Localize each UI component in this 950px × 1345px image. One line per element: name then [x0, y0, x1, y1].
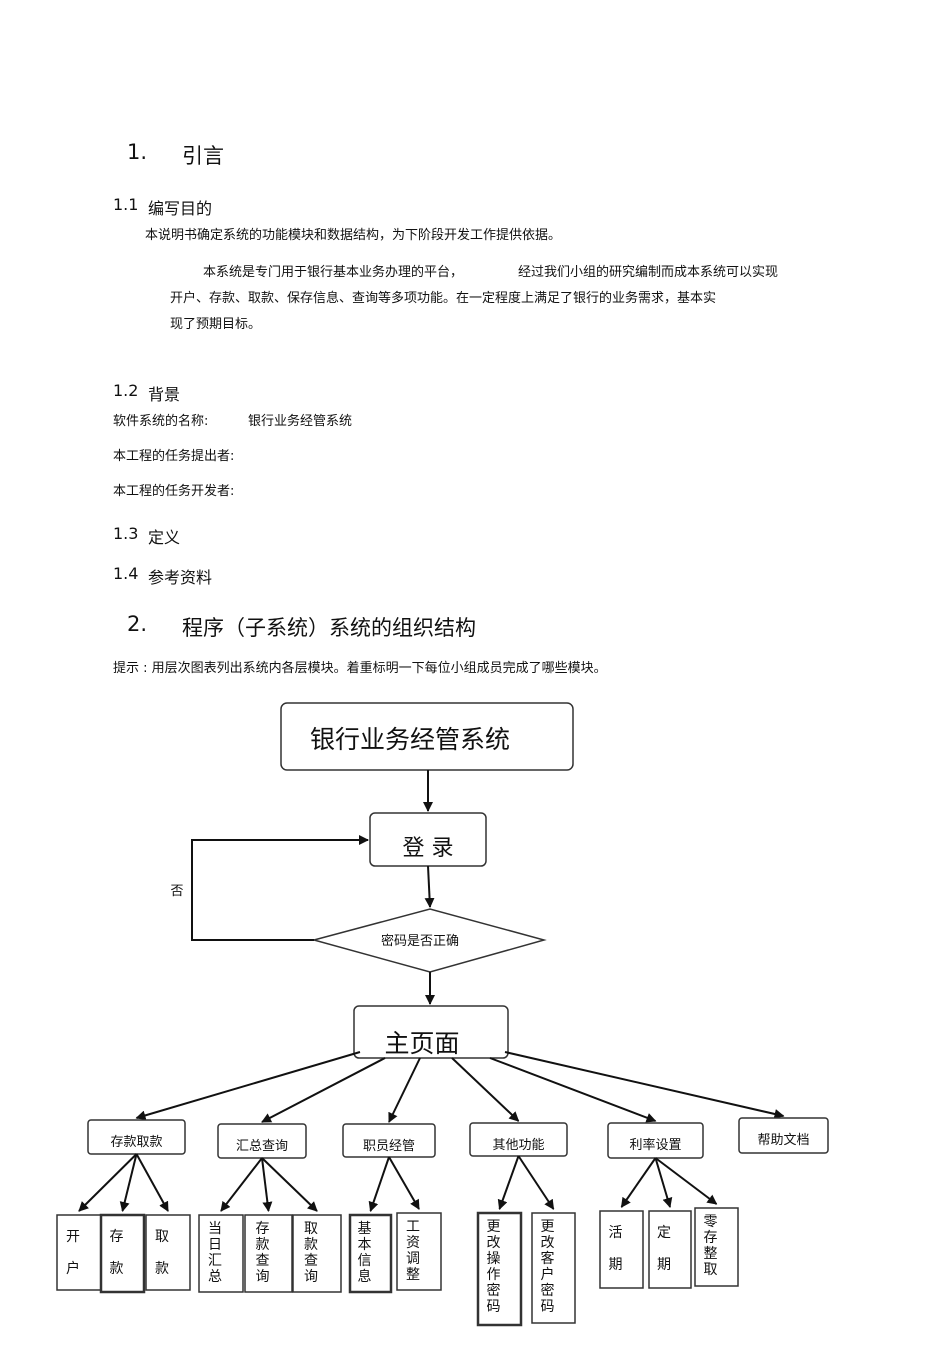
section-1-4-number: 1.4: [113, 564, 139, 583]
root-label: 银行业务经管系统: [310, 725, 510, 754]
paragraph: 本系统是专门用于银行基本业务办理的平台，: [203, 265, 464, 280]
section-1-2-title: 背景: [148, 385, 181, 404]
leaf-label: 存款: [109, 1229, 124, 1277]
leaf-box: [99, 1213, 146, 1294]
leaf-label: 存款查询: [255, 1221, 270, 1285]
leaf-label: 定期: [657, 1225, 671, 1273]
paragraph: 开户、存款、取款、保存信息、查询等多项功能。在一定程度上满足了银行的业务需求，基…: [170, 291, 717, 306]
section-2-number: 2.: [127, 612, 148, 636]
no-loop-arrow: [191, 835, 369, 941]
arrow: [78, 1153, 138, 1212]
arrow: [517, 1155, 555, 1210]
arrow: [135, 1153, 169, 1212]
arrow: [135, 1051, 361, 1121]
leaf-box: [531, 1212, 576, 1324]
leaf-box: [648, 1210, 692, 1289]
decision-diamond: [311, 908, 547, 973]
login-label: 登 录: [403, 836, 454, 861]
software-name-value: 银行业务经管系统: [248, 414, 353, 429]
section-1-3-number: 1.3: [113, 524, 139, 543]
arrow: [261, 1057, 386, 1123]
section-1-1-title: 编写目的: [148, 199, 213, 218]
arrow: [388, 1057, 421, 1123]
module-label: 利率设置: [629, 1137, 681, 1153]
proposer-label: 本工程的任务提出者:: [113, 449, 235, 464]
arrow: [388, 1156, 420, 1210]
section-1-title: 引言: [182, 144, 224, 168]
arrow: [451, 1057, 520, 1122]
section-1-4-title: 参考资料: [148, 568, 213, 587]
leaf-label: 取款: [155, 1229, 169, 1277]
arrow: [620, 1157, 657, 1208]
leaf-label: 零存整取: [703, 1214, 718, 1278]
section-1-3-title: 定义: [148, 528, 181, 547]
leaf-box: [599, 1210, 644, 1289]
module-label: 职员经管: [363, 1139, 415, 1154]
leaf-box: [292, 1214, 342, 1293]
module-box: [738, 1117, 829, 1154]
section-2-title: 程序（子系统）系统的组织结构: [182, 616, 476, 640]
leaf-label: 活期: [608, 1225, 623, 1273]
leaf-label: 开户: [66, 1229, 80, 1277]
leaf-box: [476, 1211, 523, 1327]
paragraph: 经过我们小组的研究编制而成本系统可以实现: [518, 265, 779, 280]
arrow: [504, 1051, 785, 1119]
leaf-box: [348, 1213, 393, 1294]
leaf-label: 取款查询: [304, 1221, 318, 1285]
module-label: 帮助文档: [757, 1133, 809, 1148]
leaf-box: [694, 1207, 739, 1287]
leaf-label: 基本信息: [357, 1221, 372, 1285]
developer-label: 本工程的任务开发者:: [113, 484, 235, 499]
arrow: [220, 1157, 263, 1212]
software-name-label: 软件系统的名称:: [113, 414, 209, 429]
leaf-label: 当日汇总: [208, 1221, 222, 1285]
module-label: 其他功能: [492, 1138, 544, 1153]
paragraph: 现了预期目标。: [170, 317, 262, 332]
module-label: 存款取款: [110, 1135, 162, 1150]
arrow: [261, 1157, 273, 1212]
decision-label: 密码是否正确: [381, 933, 459, 949]
leaf-box: [244, 1214, 293, 1293]
arrow: [368, 1156, 390, 1212]
leaf-box: [396, 1212, 442, 1291]
arrow: [119, 1153, 138, 1212]
arrow: [654, 1157, 718, 1205]
section-1-number: 1.: [127, 140, 148, 164]
leaf-box: [145, 1214, 191, 1291]
main-page-label: 主页面: [384, 1029, 459, 1058]
arrow: [654, 1157, 673, 1208]
arrow: [424, 865, 435, 908]
hint-text: 提示 : 用层次图表列出系统内各层模块。着重标明一下每位小组成员完成了哪些模块。: [113, 661, 607, 676]
section-1-2-number: 1.2: [113, 381, 139, 400]
main-page-box: [353, 1005, 509, 1059]
leaf-box: [198, 1214, 244, 1293]
leaf-box: [56, 1214, 102, 1291]
section-1-1-number: 1.1: [113, 195, 139, 214]
leaf-label: 更改客户密码: [540, 1219, 555, 1315]
leaf-label: 工资调整: [406, 1219, 420, 1283]
arrow: [261, 1157, 318, 1212]
paragraph: 本说明书确定系统的功能模块和数据结构，为下阶段开发工作提供依据。: [145, 228, 562, 243]
leaf-label: 更改操作密码: [486, 1219, 501, 1315]
arrow: [497, 1155, 520, 1210]
no-label: 否: [170, 884, 183, 899]
module-label: 汇总查询: [236, 1139, 288, 1154]
arrow: [489, 1057, 657, 1123]
